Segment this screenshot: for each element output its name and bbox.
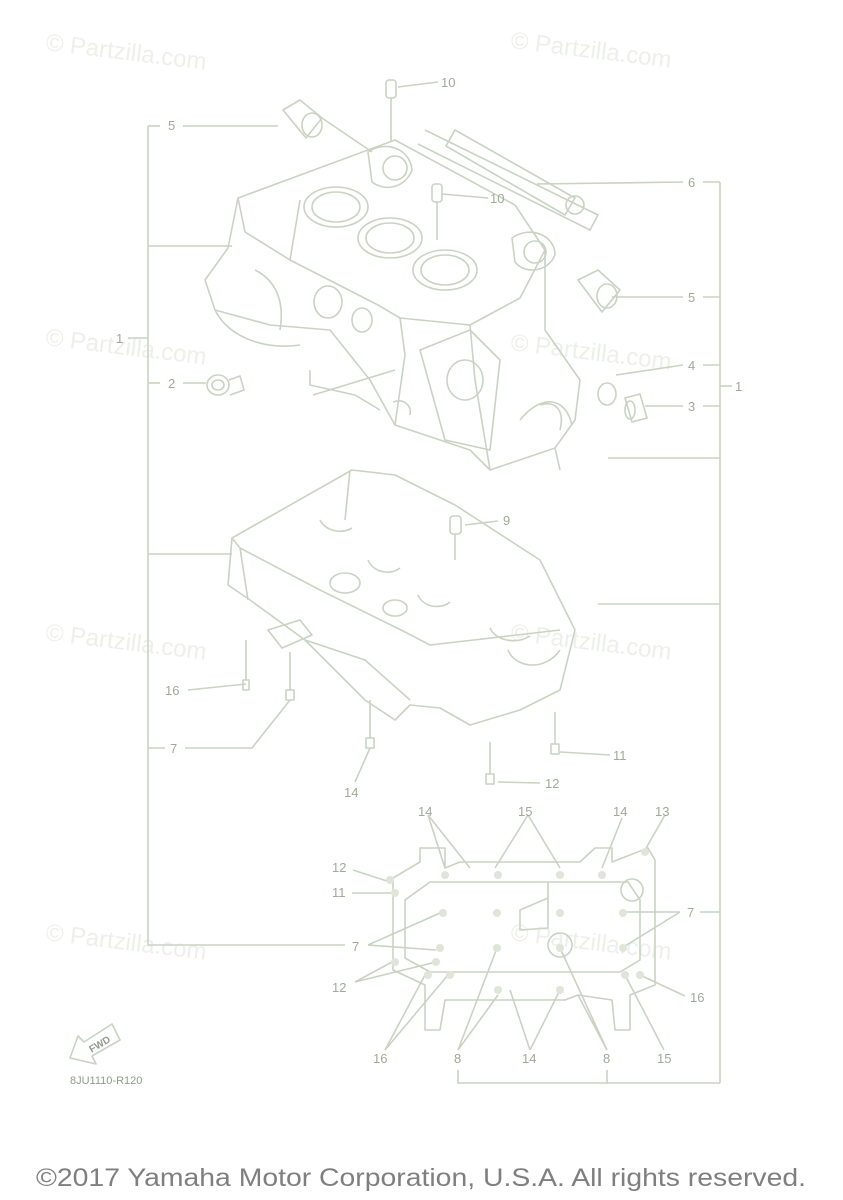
callout: 15 [518, 804, 532, 819]
callout: 11 [613, 748, 627, 763]
bolt-hole [391, 958, 399, 966]
bolt-hole [391, 889, 399, 897]
bolt-hole [598, 871, 606, 879]
bracket-frames [128, 125, 732, 1084]
callout: 5 [168, 118, 175, 133]
callout: 6 [688, 175, 695, 190]
bolt-hole [424, 971, 432, 979]
bolt-hole [636, 971, 644, 979]
bolt-hole [386, 876, 394, 884]
callout: 14 [613, 804, 627, 819]
callout: 10 [490, 191, 504, 206]
callout: 12 [545, 776, 559, 791]
copyright-notice: ©2017 Yamaha Motor Corporation, U.S.A. A… [36, 1164, 806, 1192]
callout: 14 [344, 785, 358, 800]
callout-labels: 10 10 5 6 5 4 3 1 1 2 9 16 7 14 11 12 14… [116, 75, 742, 1066]
callout: 8 [454, 1051, 461, 1066]
bolt-hole [556, 986, 564, 994]
callout: 1 [116, 331, 123, 346]
callout: 9 [503, 513, 510, 528]
bolt-hole [439, 909, 447, 917]
fwd-arrow-icon: FWD [69, 1023, 121, 1065]
bolt-hole [641, 848, 649, 856]
bolt-hole [556, 909, 564, 917]
watermark: © Partzilla.com [509, 919, 673, 966]
bolt-hole [619, 909, 627, 917]
bolt-hole [441, 871, 449, 879]
callout: 7 [170, 741, 177, 756]
callout: 12 [332, 980, 346, 995]
bolt-hole [436, 944, 444, 952]
bolt-hole [494, 871, 502, 879]
callout: 11 [332, 885, 346, 900]
bolt-hole [621, 971, 629, 979]
callout: 1 [735, 379, 742, 394]
watermark-layer: © Partzilla.com © Partzilla.com © Partzi… [44, 27, 673, 966]
callout: 16 [690, 990, 704, 1005]
bolt-hole [556, 944, 564, 952]
callout: 2 [168, 376, 175, 391]
callout: 16 [373, 1051, 387, 1066]
callout: 16 [165, 683, 179, 698]
callout: 12 [332, 860, 346, 875]
callout: 4 [688, 358, 695, 373]
watermark: © Partzilla.com [44, 29, 208, 76]
watermark: © Partzilla.com [509, 619, 673, 666]
bolt-pattern [386, 847, 656, 1031]
bolt-hole [556, 871, 564, 879]
bolt-hole [619, 944, 627, 952]
callout: 7 [352, 939, 359, 954]
bolt-hole [493, 944, 501, 952]
watermark: © Partzilla.com [44, 619, 208, 666]
lower-crankcase [227, 469, 576, 785]
callout: 10 [441, 75, 455, 90]
callout: 14 [418, 804, 432, 819]
callout: 3 [688, 399, 695, 414]
callout: 14 [522, 1051, 536, 1066]
bolt-hole [494, 986, 502, 994]
watermark: © Partzilla.com [44, 919, 208, 966]
leader-lines [187, 81, 686, 1051]
watermark: © Partzilla.com [509, 27, 673, 74]
callout: 7 [687, 905, 694, 920]
callout: 15 [657, 1051, 671, 1066]
callout: 5 [688, 290, 695, 305]
bolt-hole [432, 958, 440, 966]
bolt-hole [446, 971, 454, 979]
bolt-hole [493, 909, 501, 917]
diagram-code: 8JU1110-R120 [70, 1075, 142, 1087]
callout: 13 [655, 804, 669, 819]
upper-crankcase [204, 79, 648, 471]
callout: 8 [603, 1051, 610, 1066]
watermark: © Partzilla.com [44, 324, 208, 371]
watermark: © Partzilla.com [509, 329, 673, 376]
